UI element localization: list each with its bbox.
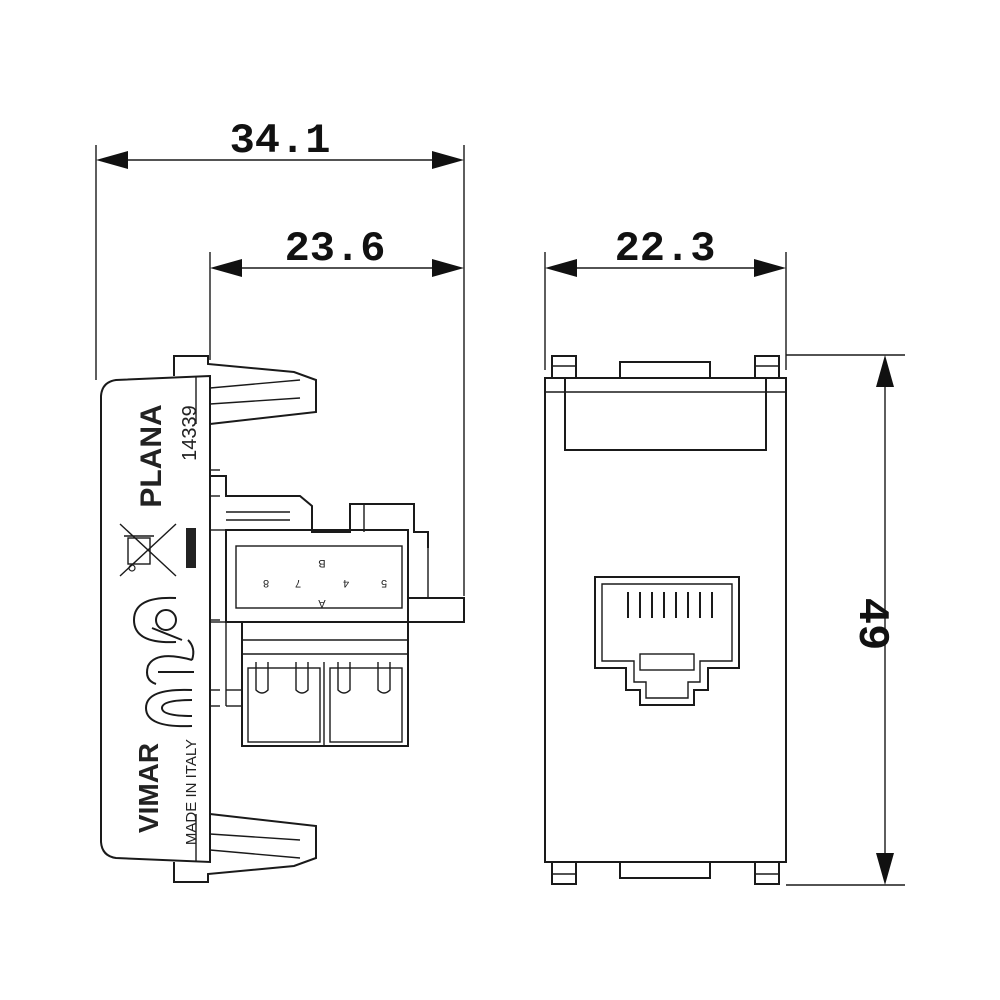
crossed-bin-icon (119, 523, 177, 577)
maker-label: VIMAR (133, 743, 164, 833)
brand-label: PLANA (135, 404, 168, 507)
side-view-bottom-clip (173, 813, 317, 883)
ce-mark-icon (144, 688, 193, 728)
pin-label-8: 8 (263, 577, 269, 589)
pin-label-7: 7 (295, 577, 301, 589)
dimension-overall-depth: 34.1 (95, 117, 465, 596)
arrowhead-icon (432, 259, 464, 277)
pin-label-4: 4 (343, 577, 349, 589)
arrowhead-icon (545, 259, 577, 277)
side-view-idc-slots (255, 662, 391, 694)
product-code-label: 14339 (179, 405, 201, 461)
side-view-rear-stub (408, 597, 465, 623)
dimension-connector-depth-label: 23.6 (285, 225, 386, 273)
side-view-top-clip (173, 355, 317, 425)
dimension-overall-depth-label: 34.1 (230, 117, 331, 165)
front-view-corner-tab (754, 861, 780, 885)
dimension-front-width: 22.3 (544, 225, 787, 370)
rj45-contacts (627, 592, 713, 618)
arrowhead-icon (754, 259, 786, 277)
rj45-port-icon (594, 576, 740, 706)
front-view-corner-tab (551, 861, 577, 885)
dimension-front-width-label: 22.3 (615, 225, 716, 273)
pin-label-b: B (318, 557, 325, 569)
front-view-top-clip (619, 361, 711, 379)
arrowhead-icon (876, 355, 894, 387)
side-view-idc-block (241, 621, 409, 747)
arrowhead-icon (96, 151, 128, 169)
front-view (544, 355, 787, 885)
imq-mark-icon (132, 596, 183, 644)
side-view-front-flange (100, 374, 211, 864)
origin-label: MADE IN ITALY (183, 739, 200, 845)
side-view-upper-housing (210, 475, 429, 548)
pin-label-a: A (318, 597, 326, 609)
front-view-corner-tab (551, 355, 577, 379)
front-view-label-window (564, 377, 767, 451)
dimension-height-label: 49 (846, 598, 896, 651)
dimension-height: 49 (786, 354, 905, 886)
pin-label-5: 5 (381, 577, 387, 589)
arrowhead-icon (432, 151, 464, 169)
arrowhead-icon (210, 259, 242, 277)
front-view-corner-tab (754, 355, 780, 379)
side-view: 8 7 B A 4 5 PLANA 14339 (100, 355, 465, 883)
ce-mark-icon (146, 639, 195, 685)
dimension-connector-depth: 23.6 (209, 225, 464, 360)
bin-underline-bar (186, 528, 196, 568)
arrowhead-icon (876, 853, 894, 885)
front-view-bottom-clip (619, 861, 711, 879)
